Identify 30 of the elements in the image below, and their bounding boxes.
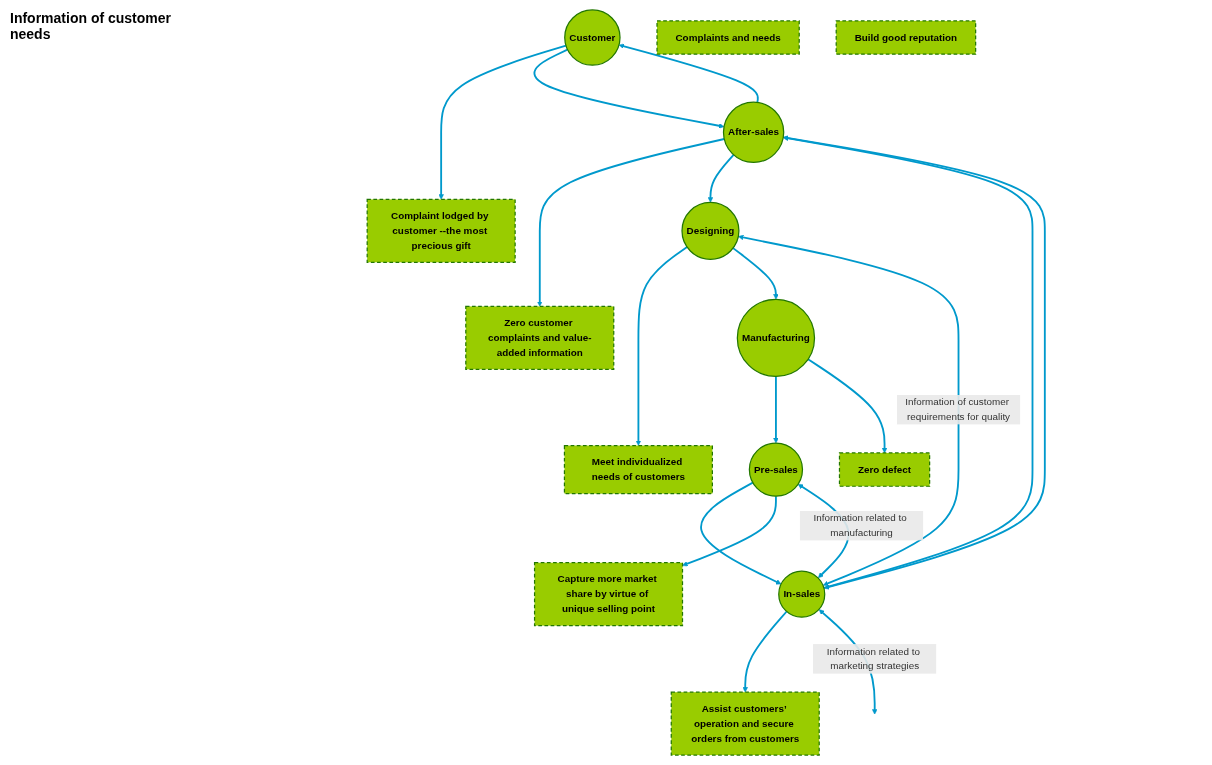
- arrow: [618, 43, 759, 104]
- node-circle: Pre-sales: [748, 442, 804, 497]
- node-box: Meet individualized needs of customers: [563, 444, 713, 495]
- arrow: [635, 246, 688, 446]
- node-box: Zero customer complaints and value-added information: [465, 305, 615, 370]
- node-box: Capture more market share by virtue of unique selling point: [533, 562, 684, 627]
- arrow: [682, 495, 777, 567]
- note-text: Information of customer needs: [10, 10, 172, 42]
- edge-label: Information related to marketing strategies: [826, 645, 920, 672]
- arrow: [438, 44, 567, 200]
- arrow: [773, 375, 779, 444]
- node-box: Zero defect: [838, 452, 931, 487]
- node-circle: In-sales: [778, 570, 826, 618]
- arrow: [742, 610, 788, 693]
- arrow: [707, 153, 735, 203]
- node-box: Complaint lodged by customer --the most precious gift: [366, 198, 516, 263]
- arrow: [738, 234, 960, 586]
- arrow: [732, 247, 779, 300]
- arrow: [700, 481, 782, 585]
- node-box: Build good reputation: [835, 20, 977, 55]
- arrow: [807, 358, 888, 454]
- node-circle: Customer: [564, 9, 621, 66]
- node-circle: After-sales: [722, 101, 785, 164]
- arrow: [533, 48, 725, 129]
- node-circle: Designing: [681, 201, 740, 260]
- node-box: Assist customers’ operation and secure orders from customers: [670, 691, 820, 756]
- node-circle: Manufacturing: [736, 298, 816, 378]
- node-box: Complaints and needs: [656, 20, 800, 55]
- edge-label: Information related to manufacturing: [813, 512, 907, 539]
- edge-label: Information of customer requirements for quality: [905, 396, 1011, 423]
